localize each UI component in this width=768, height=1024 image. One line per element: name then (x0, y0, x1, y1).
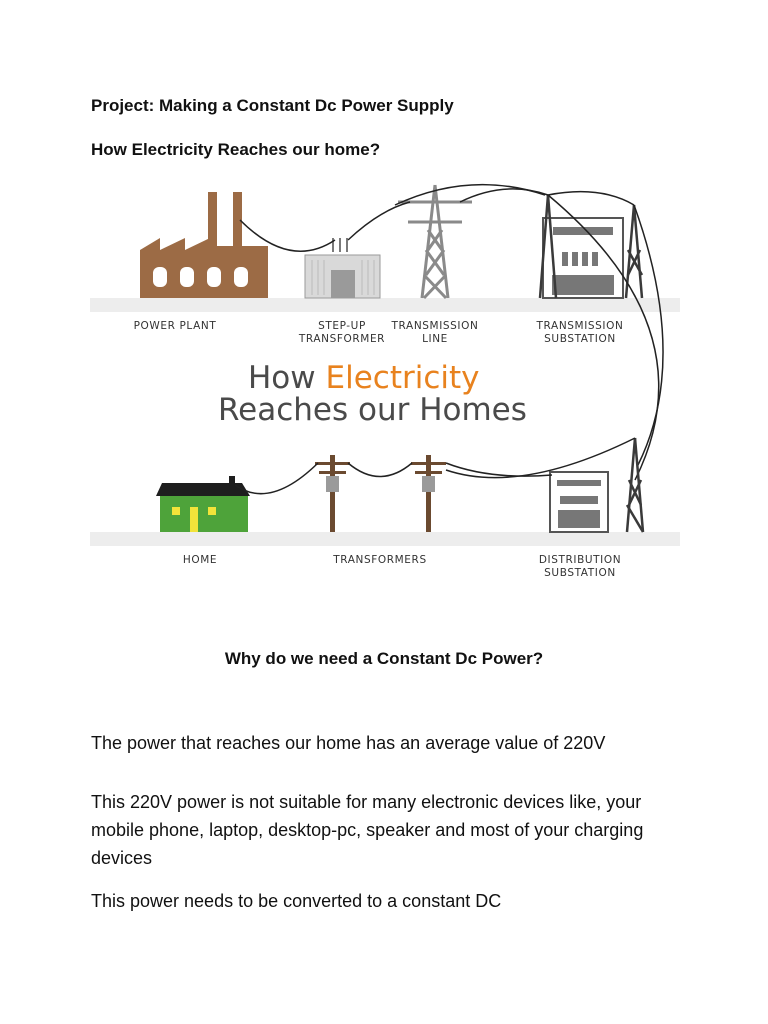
bottom-power-lines (234, 437, 636, 495)
label-transmission-line-1: TRANSMISSION (391, 320, 479, 332)
figure-heading-line1: How Electricity (248, 360, 480, 396)
label-step-up-1: STEP-UP (318, 320, 366, 332)
power-plant-icon (140, 192, 268, 298)
transformer-pole-icon (411, 455, 446, 532)
label-distribution-substation-2: SUBSTATION (544, 567, 616, 579)
step-up-transformer-icon (304, 238, 381, 299)
label-home: HOME (183, 554, 217, 566)
transmission-tower-icon (398, 184, 472, 300)
paragraph: This 220V power is not suitable for many… (91, 792, 644, 868)
label-transmission-line-2: LINE (422, 333, 448, 345)
paragraph: The power that reaches our home has an a… (91, 733, 606, 753)
home-icon (156, 476, 250, 532)
transformer-pole-icon (315, 455, 350, 532)
distribution-substation-icon (549, 437, 645, 533)
figure-heading-line2: Reaches our Homes (218, 392, 527, 428)
bottom-ground-strip (90, 532, 680, 546)
top-power-lines (239, 183, 664, 481)
label-power-plant: POWER PLANT (134, 320, 217, 332)
top-ground-strip (90, 298, 680, 312)
label-distribution-substation-1: DISTRIBUTION (539, 554, 621, 566)
electricity-infographic: How Electricity Reaches our Homes POWER … (90, 183, 680, 579)
section-heading: Why do we need a Constant Dc Power? (224, 649, 544, 668)
transmission-substation-icon (538, 194, 644, 299)
document-subtitle: How Electricity Reaches our home? (91, 140, 381, 159)
label-transformers: TRANSFORMERS (332, 554, 426, 566)
label-transmission-substation-1: TRANSMISSION (536, 320, 624, 332)
paragraph: This power needs to be converted to a co… (91, 891, 502, 911)
document-title: Project: Making a Constant Dc Power Supp… (91, 96, 454, 115)
label-step-up-2: TRANSFORMER (298, 333, 385, 345)
label-transmission-substation-2: SUBSTATION (544, 333, 616, 345)
